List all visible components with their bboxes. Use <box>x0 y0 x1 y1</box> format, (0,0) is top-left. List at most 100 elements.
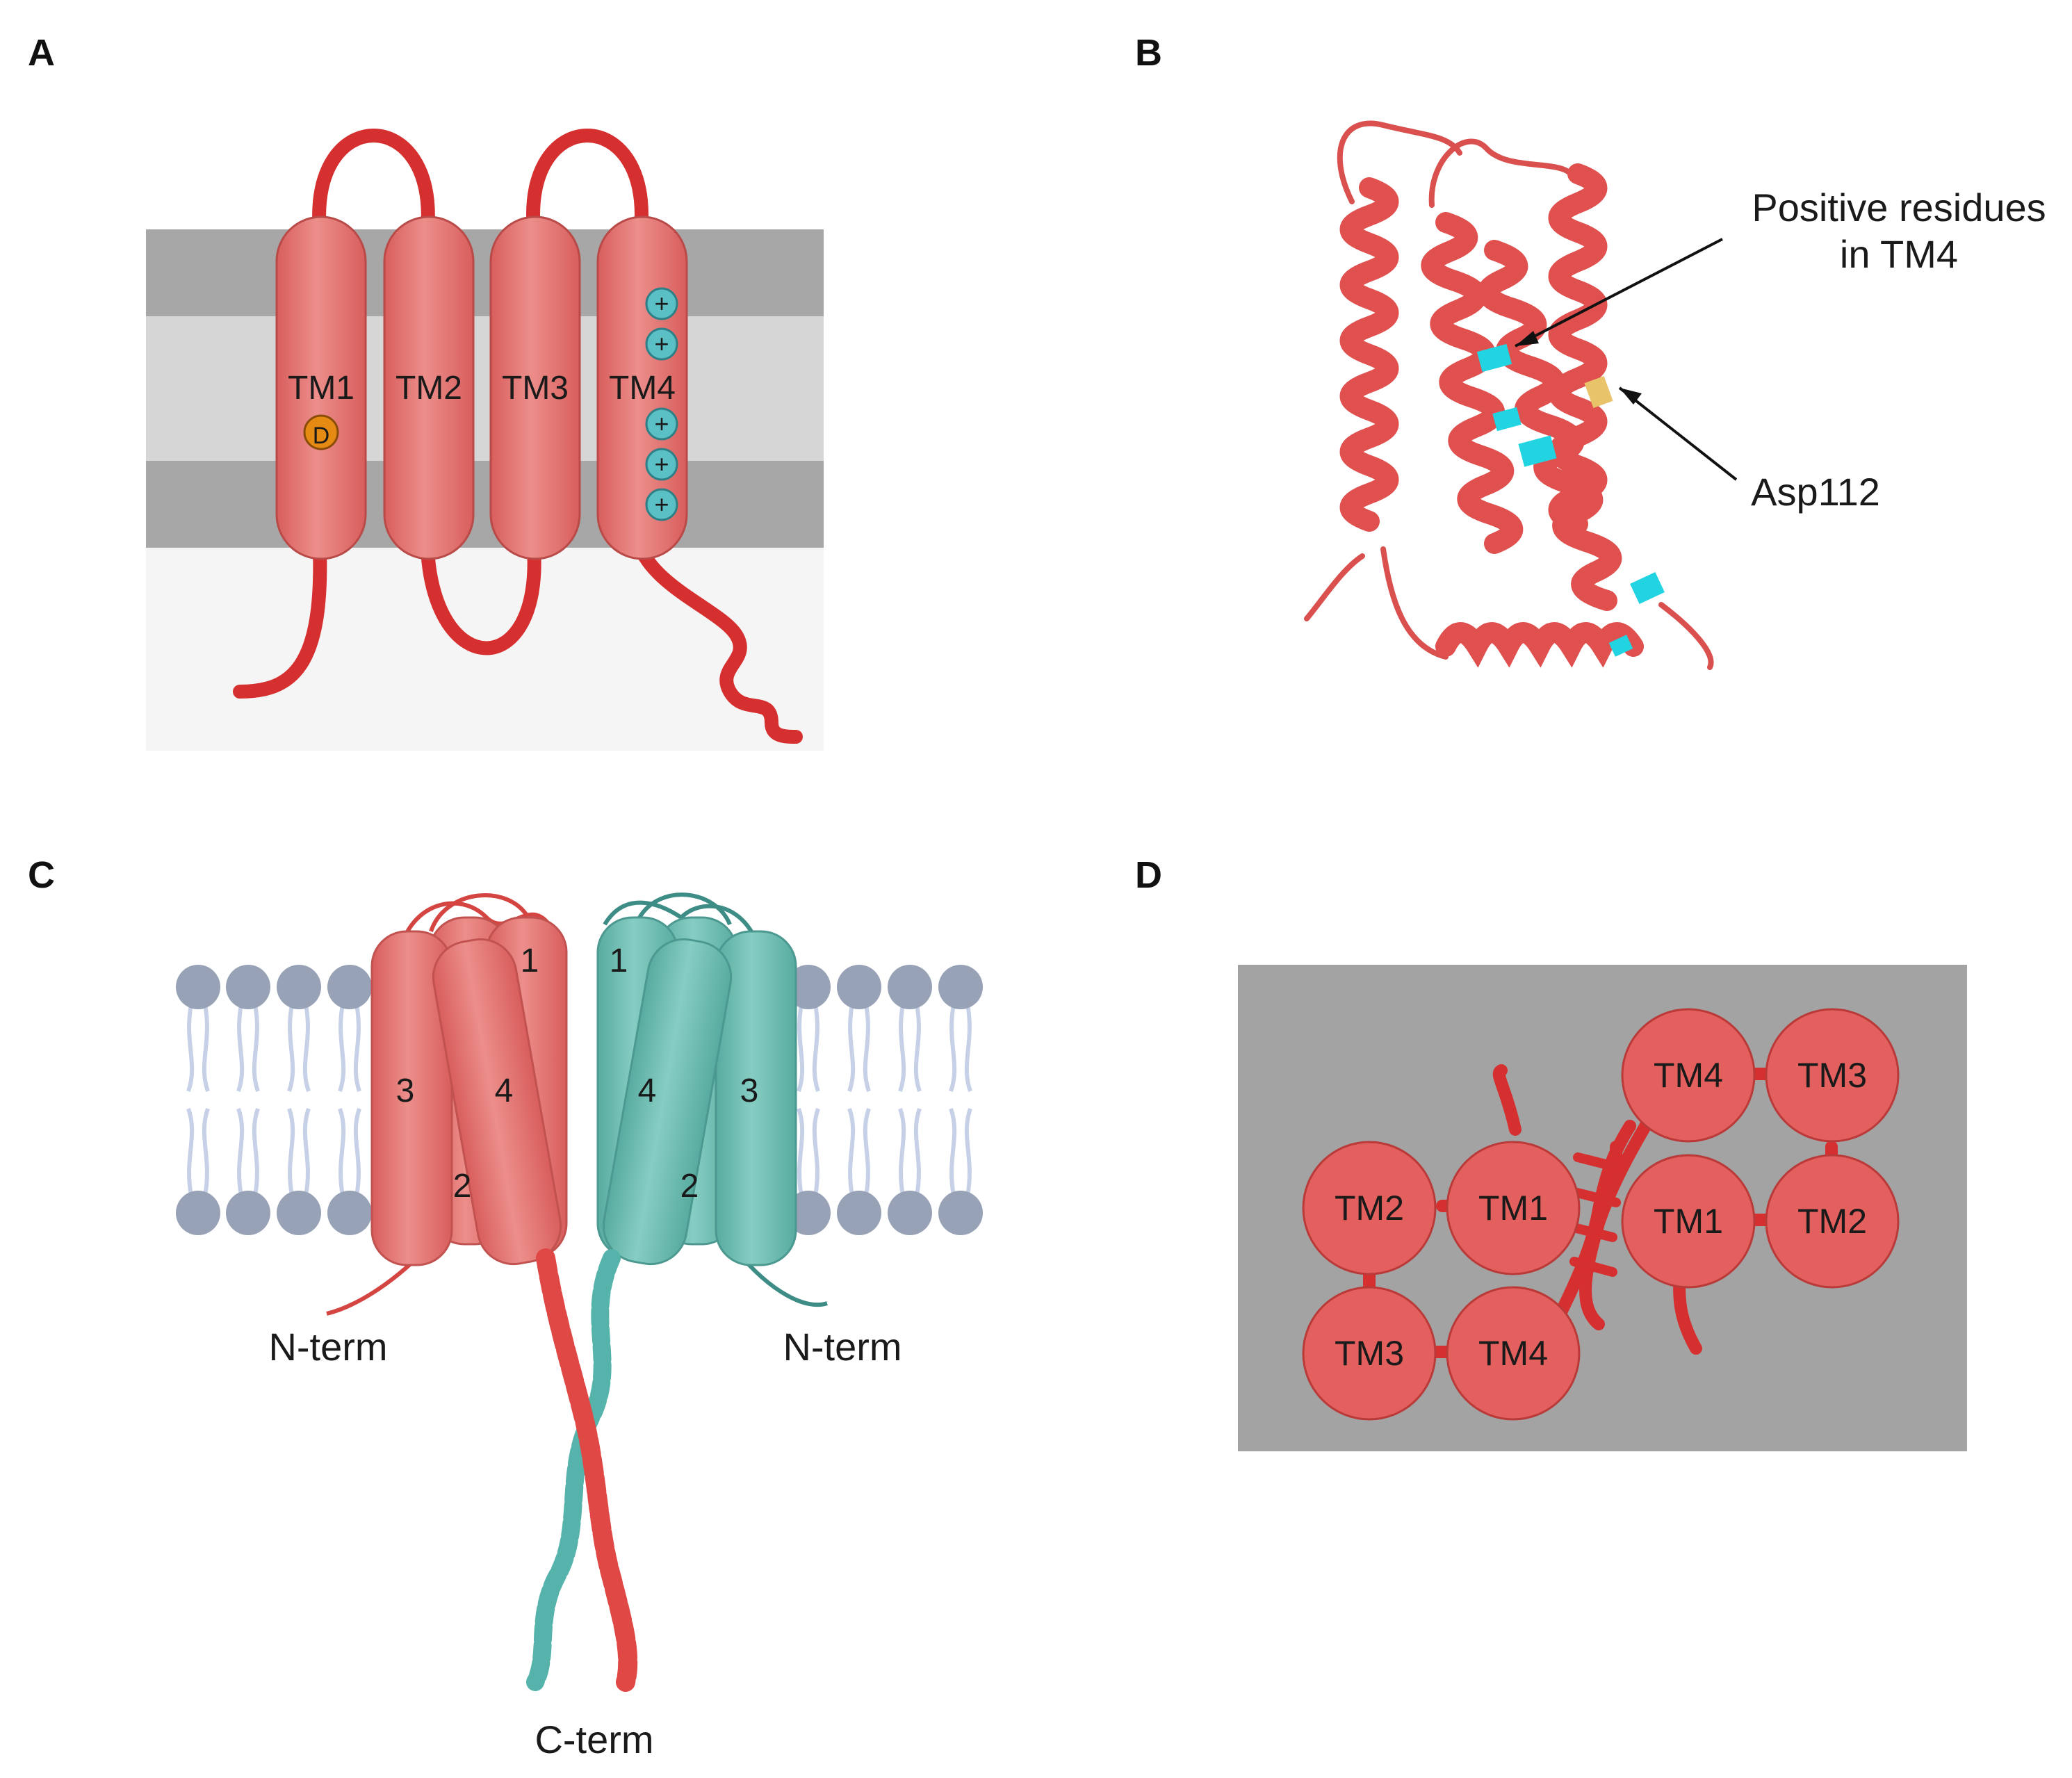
loop-right-top-2 <box>637 892 732 926</box>
lipid-tail <box>847 1108 856 1196</box>
label-right-tm3: TM3 <box>1797 1056 1867 1095</box>
membrane-a-outer-leaflet <box>146 229 824 316</box>
lipid-tail <box>202 1108 210 1196</box>
c-term-label: C-term <box>535 1718 653 1761</box>
lipid-tail <box>964 1004 972 1092</box>
n-terminus-a <box>233 542 327 699</box>
positive-charge-icon <box>645 448 678 481</box>
lipid-tail <box>186 1108 195 1196</box>
n-term-left-d <box>1492 1064 1522 1136</box>
loop-bottom-right <box>1658 602 1714 670</box>
left-number-2: 2 <box>453 1168 472 1205</box>
left-number-3: 3 <box>396 1072 415 1109</box>
loop-bottom-left <box>1304 553 1365 621</box>
positive-symbol: + <box>654 289 669 318</box>
lipid-head <box>938 965 983 1009</box>
helix-label-tm2: TM2 <box>395 370 462 407</box>
lipid-head <box>888 1191 932 1235</box>
positive-charge-icon <box>645 488 678 521</box>
lipid-tail <box>353 1108 361 1196</box>
lipid-head <box>938 1191 983 1235</box>
label-right-tm2: TM2 <box>1797 1202 1867 1241</box>
lipid-head <box>226 965 270 1009</box>
positive-charge-icon <box>645 407 678 441</box>
arrow-head-asp <box>1620 388 1642 405</box>
helix-label-tm1: TM1 <box>288 370 354 407</box>
lipid-head <box>837 1191 881 1235</box>
membrane-a-core <box>146 316 824 461</box>
panel-c: C <box>28 854 983 1761</box>
panel-b-letter: B <box>1135 32 1162 74</box>
lipid-bilayer <box>176 965 983 1235</box>
protein-structure-b <box>1304 120 1714 670</box>
label-asp112: Asp112 <box>1751 470 1880 514</box>
structure-helix-4 <box>1548 163 1608 535</box>
helix-left-4 <box>432 938 562 1266</box>
lipid-tail <box>252 1108 260 1196</box>
positive-symbol: + <box>654 450 669 478</box>
panel-b: B <box>1135 32 2046 670</box>
n-term-right-label: N-term <box>783 1325 902 1369</box>
structure-helix-1 <box>1340 177 1398 532</box>
lipid-tail <box>964 1108 972 1196</box>
arrow-asp112 <box>1618 386 1738 481</box>
coiled-coil-red <box>536 1248 638 1692</box>
loop-left-top-2 <box>429 893 530 933</box>
positive-residue <box>1630 572 1665 604</box>
lipid-tail <box>913 1004 922 1092</box>
intracellular-loop-1 <box>421 542 541 655</box>
coil-crossing <box>1569 1187 1621 1207</box>
c-terminus-a <box>634 542 803 744</box>
label-positive-residues-line2: in TM4 <box>1840 232 1958 276</box>
coil-crossing <box>1566 1222 1617 1242</box>
lipid-tail <box>847 1004 856 1092</box>
coiled-coil-teal <box>526 1249 621 1691</box>
subunit-right <box>596 892 828 1307</box>
positive-residue <box>1492 407 1522 432</box>
panel-c-letter: C <box>28 854 55 896</box>
helix-label-tm4: TM4 <box>609 370 676 407</box>
panel-a-letter: A <box>28 32 55 74</box>
positive-charge-icon <box>645 287 678 320</box>
lipid-tail <box>287 1004 295 1092</box>
circle-right-tm1 <box>1621 1154 1756 1289</box>
structure-helix-bottom <box>1435 622 1644 668</box>
right-subunit-d <box>1621 1008 1900 1289</box>
left-number-4: 4 <box>495 1072 514 1109</box>
lipid-tail <box>202 1004 210 1092</box>
lipid-tail <box>898 1004 906 1092</box>
annotations-b: Positive residues in TM4 Asp112 <box>1515 186 2046 514</box>
lipid-head <box>837 965 881 1009</box>
lipid-head <box>277 1191 321 1235</box>
label-right-tm4: TM4 <box>1654 1056 1723 1095</box>
label-left-tm2: TM2 <box>1335 1189 1404 1228</box>
lipid-head <box>327 965 372 1009</box>
lipid-head <box>176 965 220 1009</box>
left-subunit-d <box>1302 1141 1581 1421</box>
lipid-tail <box>863 1108 871 1196</box>
lipid-tail <box>353 1004 361 1092</box>
lipid-tail <box>186 1004 195 1092</box>
structure-helix-3 <box>1477 240 1622 611</box>
helix-label-tm3: TM3 <box>502 370 569 407</box>
loop-top-left <box>1337 120 1462 204</box>
lipid-tail <box>898 1108 906 1196</box>
arrow-head-positive <box>1515 331 1539 346</box>
right-number-1: 1 <box>610 943 628 979</box>
c-term-right-d <box>1579 1099 1664 1330</box>
structure-loops <box>1304 120 1714 670</box>
panel-d-letter: D <box>1135 854 1162 896</box>
circle-left-tm4 <box>1446 1286 1581 1421</box>
loop-bottom-middle <box>1380 546 1449 660</box>
lipid-head <box>786 1191 831 1235</box>
lipid-tail <box>812 1004 820 1092</box>
positive-residues-a: + + + + + <box>645 287 678 521</box>
circle-right-tm4 <box>1621 1008 1756 1143</box>
coil-crossing <box>1569 1257 1617 1277</box>
helices-a <box>275 215 688 560</box>
arrow-positive-residues <box>1515 238 1723 348</box>
helix-labels-a: TM1 TM2 TM3 TM4 <box>288 370 676 407</box>
coiled-coil <box>526 1248 638 1692</box>
n-term-left-label: N-term <box>268 1325 387 1369</box>
helix-numbers-c: 1 3 4 2 1 4 3 2 <box>396 943 759 1205</box>
